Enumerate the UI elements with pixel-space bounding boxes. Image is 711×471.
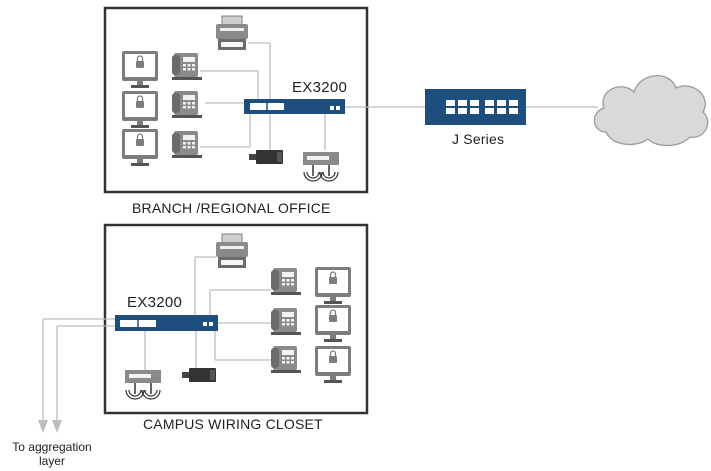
aggregation-arrows bbox=[38, 420, 62, 433]
phone-icon bbox=[271, 346, 301, 373]
monitor-icon bbox=[314, 345, 352, 384]
branch-links bbox=[200, 42, 598, 155]
phone-icon bbox=[172, 53, 202, 80]
branch-switch-label: EX3200 bbox=[292, 79, 348, 96]
phone-icon bbox=[271, 268, 301, 295]
monitor-icon bbox=[314, 304, 352, 343]
monitor-icon bbox=[121, 90, 159, 129]
aggregation-label: To aggregation layer bbox=[2, 440, 102, 468]
campus-caption: CAMPUS WIRING CLOSET bbox=[143, 416, 323, 432]
cloud-icon bbox=[593, 75, 709, 147]
campus-switch-label: EX3200 bbox=[127, 294, 183, 311]
monitor-icon bbox=[121, 50, 159, 89]
printer-icon bbox=[215, 233, 249, 269]
phone-icon bbox=[271, 308, 301, 335]
camera-icon bbox=[182, 368, 216, 382]
branch-office-frame bbox=[103, 6, 369, 194]
campus-links bbox=[42, 256, 271, 420]
aggregation-label-line2: layer bbox=[38, 454, 65, 468]
jseries-label: J Series bbox=[452, 131, 505, 147]
router-icon bbox=[425, 89, 526, 125]
printer-icon bbox=[215, 15, 249, 51]
access-point-icon bbox=[302, 151, 340, 182]
branch-caption: BRANCH /REGIONAL OFFICE bbox=[132, 200, 331, 216]
camera-icon bbox=[249, 150, 283, 164]
monitor-icon bbox=[314, 266, 352, 305]
aggregation-label-line1: To aggregation bbox=[12, 440, 92, 454]
phone-icon bbox=[172, 91, 202, 118]
phone-icon bbox=[172, 131, 202, 158]
switch-icon bbox=[244, 99, 345, 114]
access-point-icon bbox=[124, 369, 162, 400]
switch-icon bbox=[115, 315, 218, 331]
monitor-icon bbox=[121, 128, 159, 167]
